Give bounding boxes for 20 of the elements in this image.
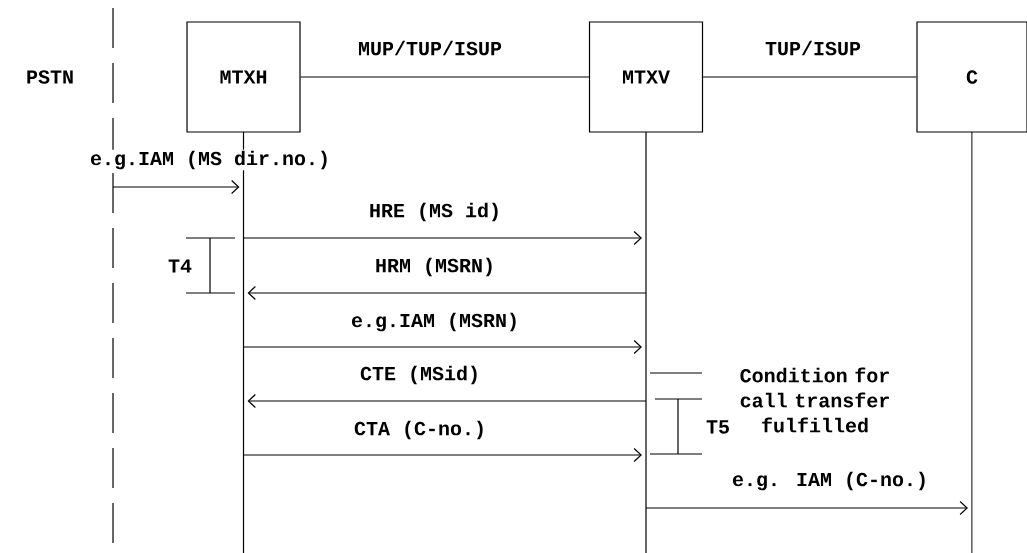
message-arrow bbox=[645, 500, 968, 516]
message-arrow bbox=[112, 179, 240, 195]
connection-line bbox=[300, 76, 590, 78]
connection-line bbox=[702, 76, 917, 78]
edge-label: CTA (C-no.) bbox=[353, 419, 487, 441]
message-arrow bbox=[242, 339, 642, 355]
network-label: PSTN bbox=[27, 70, 73, 84]
edge-label: CTE (MSid) bbox=[359, 364, 481, 386]
edge-label: e.g.IAM (MSRN) bbox=[350, 311, 520, 333]
edge-label: e.g.IAM (MS dir.no.) bbox=[89, 149, 332, 171]
message-arrow bbox=[247, 285, 647, 301]
message-arrow bbox=[242, 447, 642, 463]
edge-label: HRE (MS id) bbox=[368, 201, 502, 223]
edge-label: MUP/TUP/ISUP bbox=[357, 39, 503, 57]
edge-label: HRM (MSRN) bbox=[374, 256, 496, 278]
message-arrow bbox=[242, 230, 642, 246]
condition-note: Condition for call transfer fulfilled bbox=[740, 367, 889, 433]
message-arrow bbox=[247, 393, 647, 409]
entity-box: MTXV bbox=[588, 21, 704, 553]
edge-label: TUP/ISUP bbox=[764, 39, 862, 57]
